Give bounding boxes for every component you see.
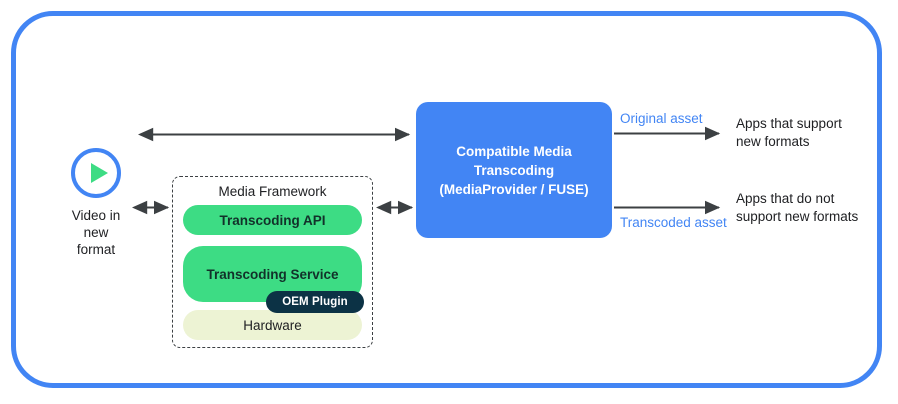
play-triangle-icon bbox=[91, 163, 108, 183]
oem-plugin-badge: OEM Plugin bbox=[266, 291, 364, 313]
media-framework-layer-stack: Transcoding API Transcoding Service OEM … bbox=[173, 205, 372, 340]
transcoded-asset-label: Transcoded asset bbox=[620, 215, 727, 230]
outer-frame-border bbox=[11, 11, 882, 388]
original-asset-label: Original asset bbox=[620, 111, 703, 126]
media-framework-group: Media Framework Transcoding API Transcod… bbox=[172, 176, 373, 348]
hardware-block: Hardware bbox=[183, 310, 362, 340]
apps-supported-label: Apps that support new formats bbox=[736, 116, 842, 149]
transcoding-service-label: Transcoding Service bbox=[206, 266, 339, 282]
compatible-media-transcoding-box: Compatible Media Transcoding (MediaProvi… bbox=[416, 102, 612, 238]
apps-unsupported-label: Apps that do not support new formats bbox=[736, 191, 859, 224]
transcoding-service-block: Transcoding Service OEM Plugin bbox=[183, 246, 364, 313]
play-circle-icon bbox=[71, 148, 121, 198]
media-framework-title: Media Framework bbox=[218, 184, 327, 199]
transcoding-api-block: Transcoding API bbox=[183, 205, 362, 235]
video-source-node: Video in new format bbox=[48, 148, 144, 258]
video-source-caption: Video in new format bbox=[71, 208, 121, 257]
